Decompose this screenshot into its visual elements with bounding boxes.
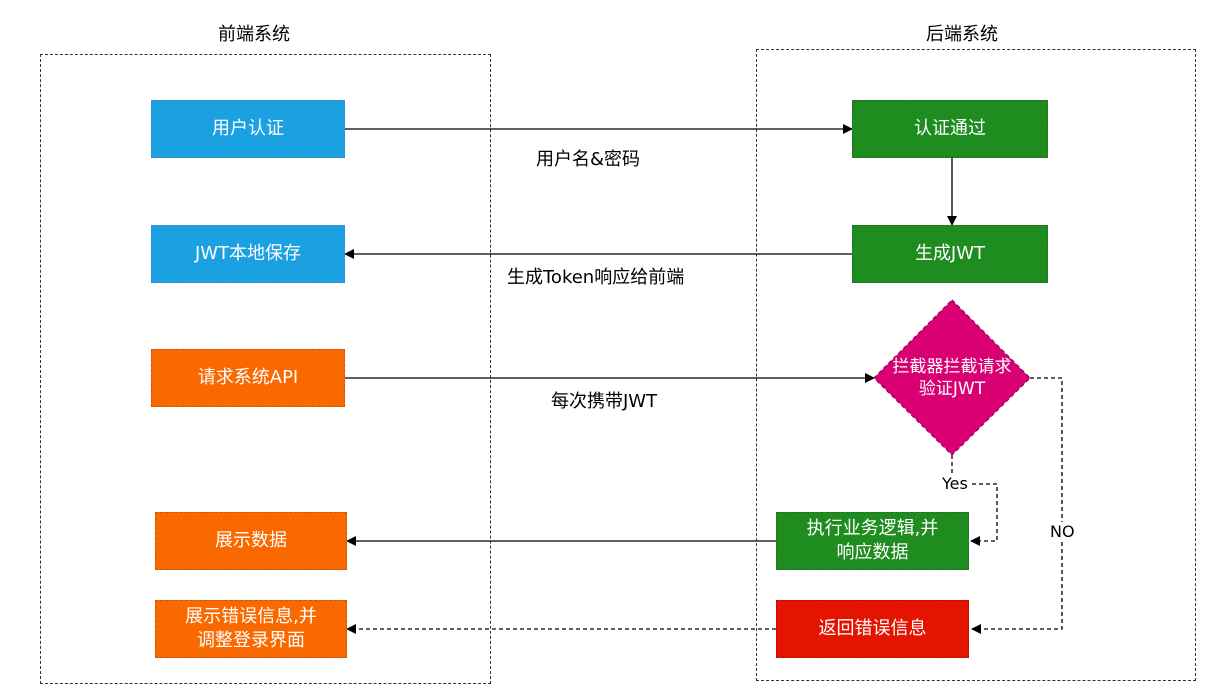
execute-node: 执行业务逻辑,并 响应数据	[776, 512, 969, 570]
interceptor-label: 拦截器拦截请求 验证JWT	[892, 357, 1012, 399]
credentials-label: 用户名&密码	[536, 145, 641, 171]
token-response-label: 生成Token响应给前端	[507, 263, 685, 289]
show-data-node: 展示数据	[155, 512, 347, 570]
gen-jwt-node: 生成JWT	[852, 225, 1048, 283]
yes-label: Yes	[940, 474, 970, 493]
interceptor-diamond	[873, 299, 1031, 456]
frontend-group-title: 前端系统	[218, 24, 290, 45]
frontend-group	[40, 54, 491, 684]
request-api-node: 请求系统API	[151, 349, 345, 407]
jwt-save-node: JWT本地保存	[151, 225, 345, 283]
return-error-node: 返回错误信息	[776, 600, 969, 658]
auth-pass-node: 认证通过	[852, 100, 1048, 158]
no-label: NO	[1048, 522, 1077, 541]
carry-jwt-label: 每次携带JWT	[551, 387, 658, 413]
user-auth-node: 用户认证	[151, 100, 345, 158]
backend-group-title: 后端系统	[926, 24, 998, 45]
show-error-node: 展示错误信息,并 调整登录界面	[155, 600, 347, 658]
backend-group	[756, 49, 1196, 681]
edge-no	[971, 377, 1063, 634]
edge-yes	[951, 455, 998, 546]
